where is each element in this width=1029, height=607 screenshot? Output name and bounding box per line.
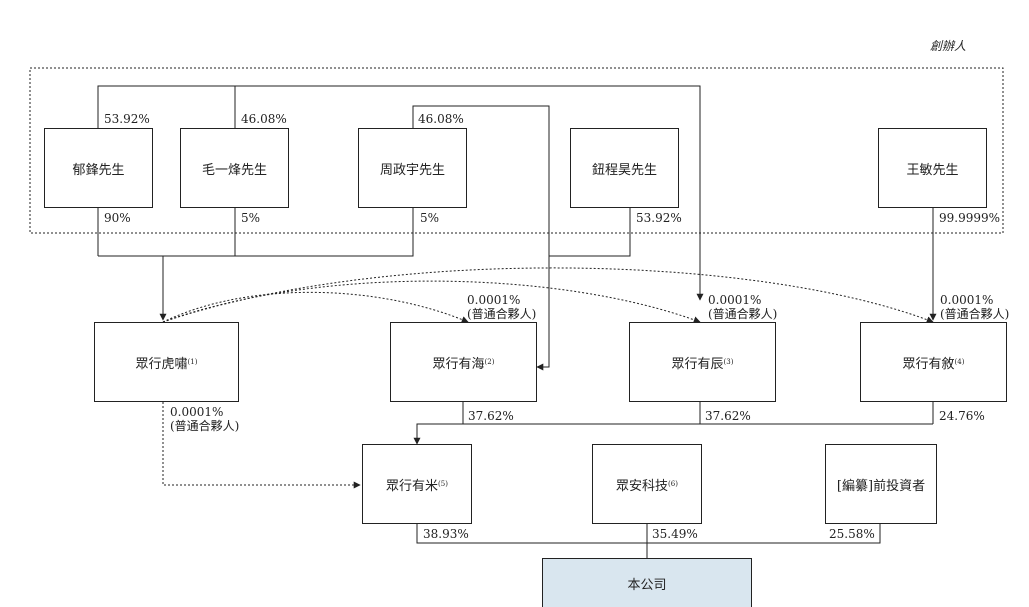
node-niu-chenghao: 鈕程昊先生	[570, 128, 679, 208]
pct-youhai-out: 37.62%	[468, 409, 514, 423]
node-label: 周政宇先生	[379, 162, 445, 178]
node-yu-feng: 郁鋒先生	[44, 128, 153, 208]
node-label: 鈕程昊先生	[591, 162, 657, 178]
node-label: 毛一烽先生	[201, 162, 267, 178]
node-label: [編纂]前投資者	[836, 478, 926, 494]
gp-label-youhai: 0.0001% (普通合夥人)	[467, 293, 536, 321]
footnote-marker: (6)	[668, 480, 678, 488]
gp-role: (普通合夥人)	[940, 307, 1010, 321]
founders-group-border	[29, 67, 1004, 234]
pct-youchen-out: 37.62%	[705, 409, 751, 423]
gp-role: (普通合夥人)	[708, 307, 778, 321]
pct-wang-bottom: 99.9999%	[939, 211, 1001, 225]
node-label: 郁鋒先生	[72, 162, 125, 178]
gp-pct: 0.0001%	[708, 293, 762, 307]
node-youchen: 眾行有辰(3)	[629, 322, 776, 402]
footnote-marker: (2)	[484, 358, 495, 366]
pct-mao-top: 46.08%	[241, 112, 287, 126]
node-label: 眾安科技	[616, 478, 669, 494]
gp-role: (普通合夥人)	[467, 307, 537, 321]
connector-zhou-bottom	[98, 207, 414, 257]
gp-pct: 0.0001%	[467, 293, 521, 307]
pct-yu-bottom: 90%	[104, 211, 131, 225]
gp-curve-youxu	[162, 267, 934, 323]
gp-label-youmi: 0.0001% (普通合夥人)	[170, 405, 239, 433]
node-youhai: 眾行有海(2)	[390, 322, 537, 402]
gp-label-youxu: 0.0001% (普通合夥人)	[940, 293, 1009, 321]
node-mao-yifeng: 毛一烽先生	[180, 128, 289, 208]
gp-role: (普通合夥人)	[170, 419, 240, 433]
pct-yu-top: 53.92%	[104, 112, 150, 126]
gp-pct: 0.0001%	[170, 405, 224, 419]
node-preipo-investors: [編纂]前投資者	[825, 444, 937, 524]
node-zhongan: 眾安科技(6)	[592, 444, 702, 524]
node-zhou-zhengyu: 周政宇先生	[358, 128, 467, 208]
pct-zhongan-out: 35.49%	[652, 527, 698, 541]
pct-zhou-bottom: 5%	[420, 211, 440, 225]
node-label: 眾行虎嘯	[135, 356, 188, 372]
pct-mao-bottom: 5%	[241, 211, 261, 225]
node-youxu: 眾行有敘(4)	[860, 322, 1007, 402]
connector-top-bus	[97, 85, 704, 301]
pct-youmi-out: 38.93%	[423, 527, 469, 541]
gp-curve-youhai	[162, 291, 469, 323]
node-label: 眾行有海	[432, 356, 485, 372]
pct-niu-bottom: 53.92%	[636, 211, 682, 225]
connector-youmi-in	[413, 423, 933, 445]
gp-label-youchen: 0.0001% (普通合夥人)	[708, 293, 777, 321]
gp-pct: 0.0001%	[940, 293, 994, 307]
gp-curve-youchen	[162, 280, 701, 324]
connector-youmi-out	[416, 523, 881, 544]
connector-niu-bottom	[549, 207, 631, 257]
footnote-marker: (4)	[954, 358, 965, 366]
pct-youxu-out: 24.76%	[939, 409, 985, 423]
footnote-marker: (1)	[187, 358, 198, 366]
node-company: 本公司	[542, 558, 752, 607]
node-wang-min: 王敏先生	[878, 128, 987, 208]
node-label: 本公司	[627, 577, 667, 593]
footnote-marker: (5)	[438, 480, 448, 488]
founders-group-label: 創辦人	[930, 39, 967, 53]
node-label: 眾行有敘	[902, 356, 955, 372]
node-label: 眾行有辰	[671, 356, 724, 372]
node-label: 王敏先生	[906, 162, 959, 178]
footnote-marker: (3)	[723, 358, 734, 366]
node-huxiao: 眾行虎嘯(1)	[94, 322, 239, 402]
pct-preipo-out: 25.58%	[829, 527, 875, 541]
node-youmi: 眾行有米(5)	[362, 444, 472, 524]
node-label: 眾行有米	[386, 478, 439, 494]
pct-zhou-top: 46.08%	[418, 112, 464, 126]
connector-zhou-youhai	[412, 105, 550, 371]
